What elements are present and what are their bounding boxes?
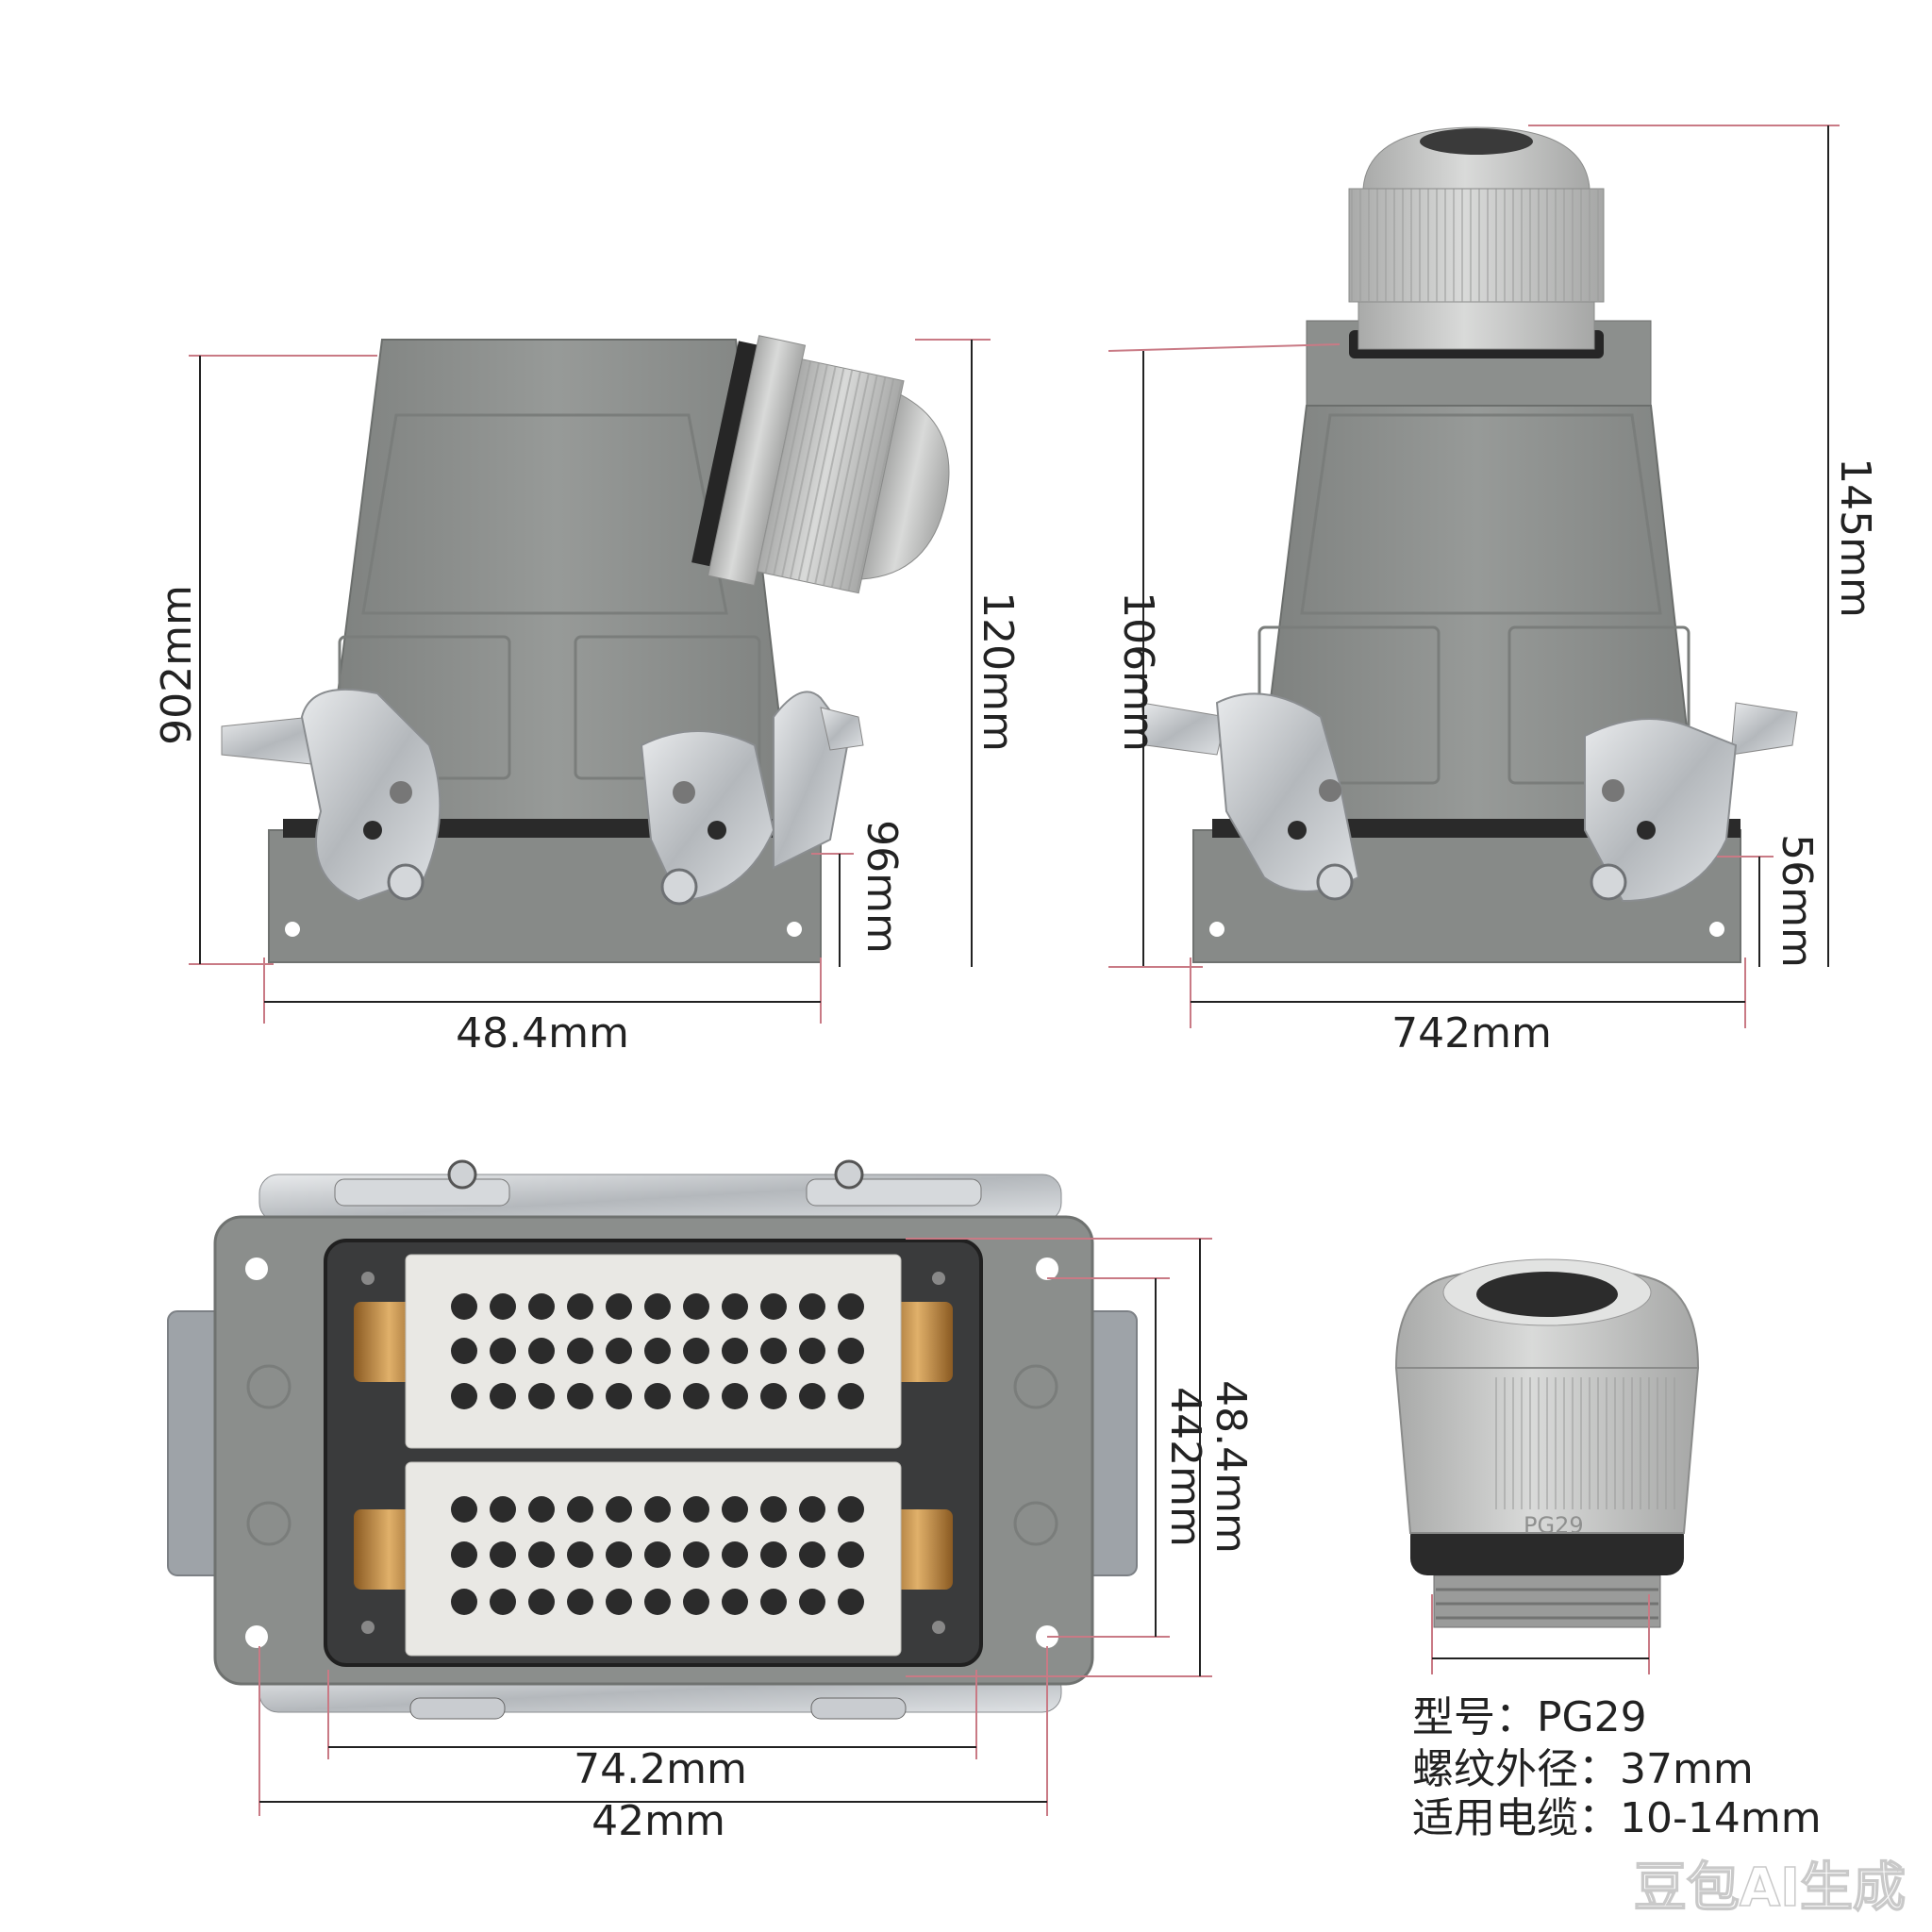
bottom-view-connector [167,1159,1138,1720]
gland-marking: PG29 [1524,1512,1584,1539]
bottom-view-dimensions [258,1238,1212,1816]
watermark: 豆包AI生成 [1634,1857,1906,1919]
mounting-hole [1209,922,1224,937]
bottom-outer-width-label: 42mm [591,1797,725,1845]
front-base-height-label: 56mm [1773,834,1821,968]
gland-thread-line: 螺纹外径：37mm [1412,1745,1754,1793]
side-height-left-label: 902mm [153,585,201,745]
front-view-dimensions [1108,125,1840,1028]
front-width-label: 742mm [1391,1009,1552,1058]
gland-cable-line: 适用电缆：10-14mm [1412,1794,1822,1842]
bottom-inner-height-label: 442mm [1161,1387,1209,1547]
side-width-label: 48.4mm [456,1009,629,1058]
front-view-connector [1141,126,1798,963]
side-view-dimensions [189,339,991,1024]
bottom-outer-height-label: 48.4mm [1207,1380,1255,1554]
front-total-height-label: 145mm [1831,458,1879,618]
mounting-hole [1709,922,1724,937]
contact-insert-upper [405,1254,902,1449]
side-view-connector [221,335,950,963]
side-base-height-label: 96mm [858,820,906,954]
bottom-inner-width-label: 74.2mm [574,1745,747,1793]
front-height-left-label: 106mm [1114,591,1162,752]
gland-model-line: 型号：PG29 [1412,1693,1647,1741]
side-height-right-label: 120mm [974,591,1022,752]
mounting-hole [285,922,300,937]
cable-gland: PG29 [1394,1258,1700,1628]
mounting-hole [245,1257,268,1280]
gland-dimension [1431,1594,1650,1674]
mounting-hole [245,1625,268,1648]
contact-insert-lower [405,1461,902,1657]
mounting-hole [1036,1257,1058,1280]
mounting-hole [787,922,802,937]
